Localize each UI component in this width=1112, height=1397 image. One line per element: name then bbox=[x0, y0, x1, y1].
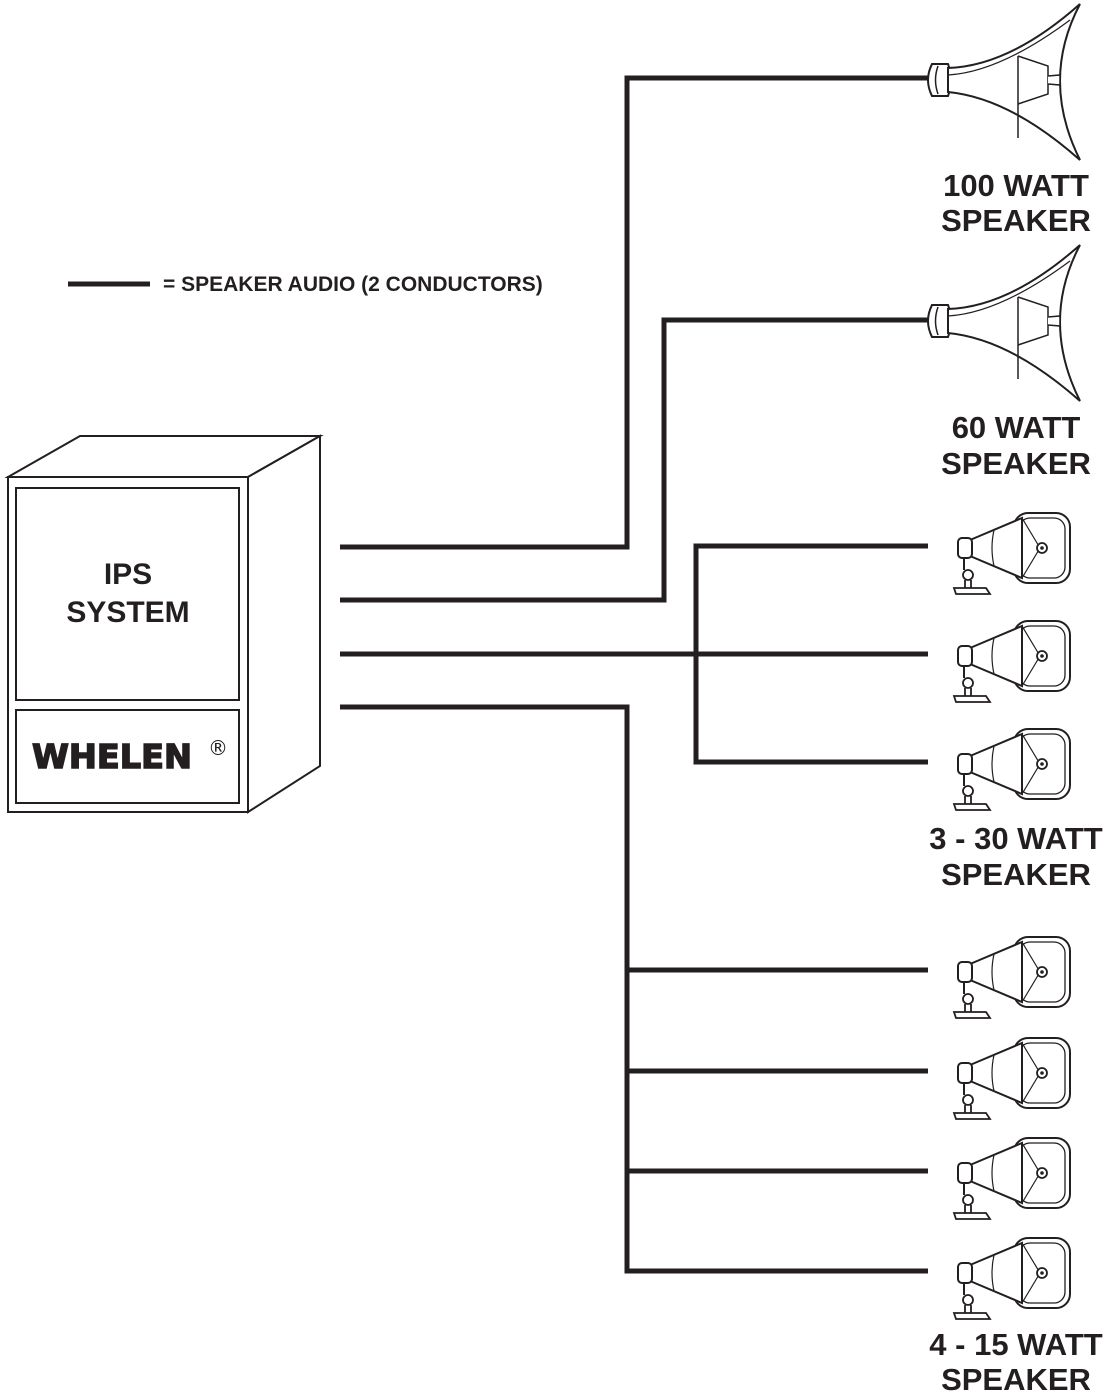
speaker-15-watt-1 bbox=[953, 936, 1071, 1019]
speaker-labels: 100 WATT SPEAKER 60 WATT SPEAKER 3 - 30 … bbox=[929, 168, 1102, 1397]
legend: = SPEAKER AUDIO (2 CONDUCTORS) bbox=[68, 273, 543, 296]
ips-system-cabinet: IPS SYSTEM WHELEN ® bbox=[4, 434, 324, 814]
label-60-watt-line1: 60 WATT bbox=[952, 410, 1081, 445]
wire-30-watt-bus bbox=[693, 543, 928, 765]
speaker-15-watt-2 bbox=[953, 1037, 1071, 1120]
speaker-30-watt-1 bbox=[953, 512, 1071, 595]
label-100-watt-line1: 100 WATT bbox=[943, 168, 1089, 203]
speaker-100-watt bbox=[927, 3, 1081, 161]
label-30-watt-line1: 3 - 30 WATT bbox=[929, 821, 1102, 856]
label-30-watt-line2: SPEAKER bbox=[941, 857, 1091, 892]
speaker-15-watt-3 bbox=[953, 1137, 1071, 1220]
legend-text: = SPEAKER AUDIO (2 CONDUCTORS) bbox=[163, 273, 543, 296]
wire-100-watt bbox=[340, 75, 928, 550]
wire-60-watt bbox=[340, 317, 928, 603]
cabinet-title-line2: SYSTEM bbox=[66, 596, 189, 629]
cabinet-bottom-panel bbox=[15, 709, 240, 804]
label-15-watt-line2: SPEAKER bbox=[941, 1362, 1091, 1397]
wiring bbox=[340, 75, 928, 1274]
whelen-logo: WHELEN bbox=[32, 737, 192, 776]
registered-mark: ® bbox=[208, 736, 228, 760]
cabinet-top-panel bbox=[15, 487, 240, 701]
speaker-15-watt-4 bbox=[953, 1237, 1071, 1320]
cabinet-title-line1: IPS bbox=[104, 558, 152, 591]
speaker-60-watt bbox=[927, 244, 1081, 402]
speaker-30-watt-3 bbox=[953, 728, 1071, 811]
speaker-30-watt-2 bbox=[953, 620, 1071, 703]
label-60-watt-line2: SPEAKER bbox=[941, 446, 1091, 481]
label-100-watt-line2: SPEAKER bbox=[941, 203, 1091, 238]
wire-15-watt-bus bbox=[340, 704, 928, 1274]
label-15-watt-line1: 4 - 15 WATT bbox=[929, 1327, 1102, 1362]
